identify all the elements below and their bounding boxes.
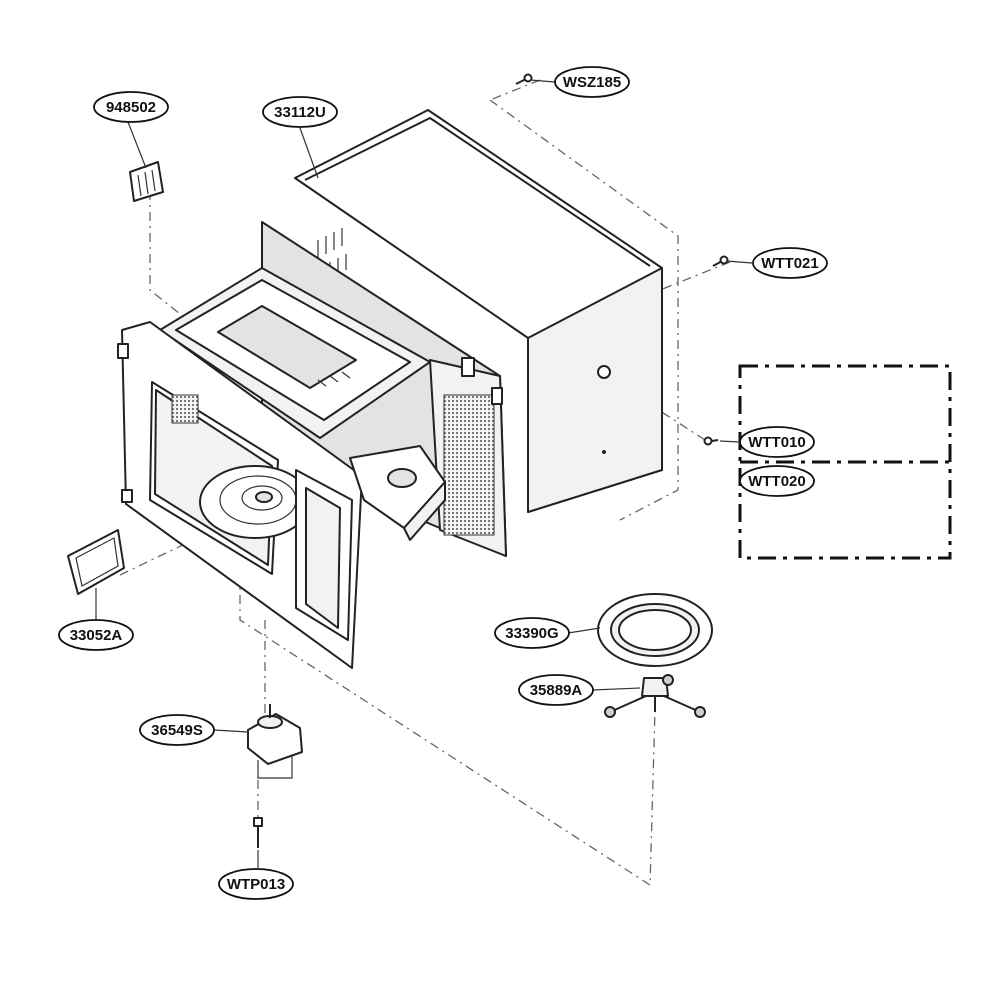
svg-text:948502: 948502 bbox=[106, 99, 156, 116]
oven-chassis bbox=[117, 221, 507, 669]
screw-wsz185 bbox=[515, 73, 533, 85]
svg-text:33052A: 33052A bbox=[70, 627, 123, 644]
turntable-motor-part bbox=[247, 704, 303, 779]
part-label-35889A: 35889A bbox=[518, 674, 594, 706]
glass-tray-part bbox=[597, 593, 713, 667]
waveguide-cover-part bbox=[67, 529, 125, 595]
part-label-WTT010: WTT010 bbox=[739, 426, 815, 458]
leader-lines bbox=[95, 79, 753, 868]
screw-wtp013 bbox=[253, 817, 263, 848]
svg-text:WTT010: WTT010 bbox=[748, 434, 806, 451]
option-parts-box bbox=[738, 364, 952, 560]
svg-text:33112U: 33112U bbox=[274, 104, 326, 121]
screw-wtt021 bbox=[712, 255, 729, 267]
outer-cabinet bbox=[294, 109, 663, 513]
part-label-WTP013: WTP013 bbox=[218, 868, 294, 900]
svg-text:WTP013: WTP013 bbox=[227, 876, 285, 893]
part-label-36549S: 36549S bbox=[139, 714, 215, 746]
svg-text:WSZ185: WSZ185 bbox=[563, 74, 621, 91]
svg-text:WTT021: WTT021 bbox=[761, 255, 819, 272]
part-label-WTT020: WTT020 bbox=[739, 465, 815, 497]
svg-text:36549S: 36549S bbox=[151, 722, 203, 739]
part-label-33112U: 33112U bbox=[262, 96, 338, 128]
top-plate-vents bbox=[317, 371, 351, 387]
part-label-WTT021: WTT021 bbox=[752, 247, 828, 279]
filter-block-part bbox=[129, 161, 164, 202]
side-panel-mesh bbox=[443, 394, 495, 536]
part-label-33390G: 33390G bbox=[494, 617, 570, 649]
svg-text:33390G: 33390G bbox=[505, 625, 558, 642]
svg-text:35889A: 35889A bbox=[530, 682, 583, 699]
screw-wtt010 bbox=[703, 436, 719, 446]
part-label-WSZ185: WSZ185 bbox=[554, 66, 630, 98]
roller-ring-part bbox=[604, 674, 706, 718]
cabinet-vents bbox=[317, 228, 347, 278]
svg-text:WTT020: WTT020 bbox=[748, 473, 806, 490]
part-label-948502: 948502 bbox=[93, 91, 169, 123]
part-label-33052A: 33052A bbox=[58, 619, 134, 651]
